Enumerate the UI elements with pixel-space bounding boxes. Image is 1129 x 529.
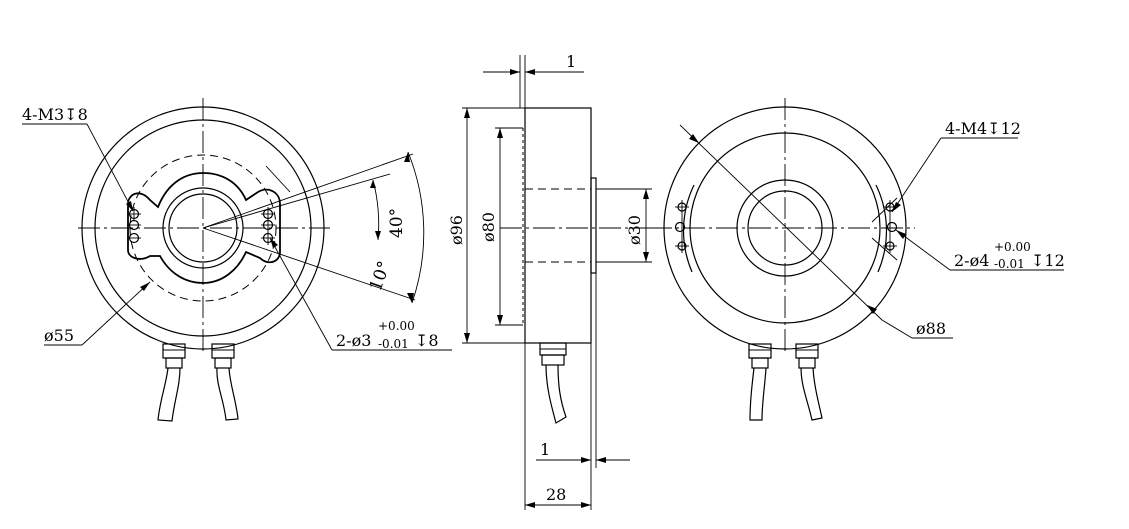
pin-tol-upper-right: +0.00 bbox=[994, 240, 1031, 254]
right-cable-gland-2 bbox=[795, 343, 823, 421]
angle-10-label: 10° bbox=[366, 259, 395, 294]
dia-80-label: ø80 bbox=[479, 212, 498, 242]
side-view: 1 ø96 ø80 ø30 bbox=[447, 52, 660, 510]
side-body bbox=[524, 107, 592, 344]
bottom-gap-label: 1 bbox=[540, 440, 550, 459]
right-cable-gland-1 bbox=[748, 343, 772, 421]
dia-88-label: ø88 bbox=[916, 319, 946, 338]
pin-tol-lower-left: -0.01 bbox=[378, 337, 409, 351]
angle-40-label: 40° bbox=[387, 208, 407, 238]
left-rotor-outline bbox=[127, 172, 281, 284]
dia-55-label: ø55 bbox=[44, 326, 74, 345]
dia-30-label: ø30 bbox=[625, 215, 644, 245]
dia-96-label: ø96 bbox=[447, 215, 466, 245]
left-second-circle bbox=[94, 119, 312, 337]
left-outer-circle bbox=[81, 106, 325, 350]
pin-tol-upper-left: +0.00 bbox=[378, 319, 415, 333]
right-back-view: ø88 4-M4↧12 2-ø4 +0.00 -0.01 ↧12 bbox=[650, 98, 1065, 421]
pin-hole-note-left: 2-ø3 bbox=[336, 331, 371, 350]
pin-depth-left: ↧8 bbox=[415, 331, 439, 350]
right-outer-circle bbox=[663, 106, 907, 350]
pin-hole-note-right: 2-ø4 bbox=[954, 251, 989, 270]
width-28-label: 28 bbox=[546, 485, 566, 504]
m3-hole-note: 4-M3↧8 bbox=[22, 105, 88, 124]
left-cable-gland-1 bbox=[157, 343, 186, 422]
pin-tol-lower-right: -0.01 bbox=[994, 257, 1025, 271]
left-front-view: 40° 10° 4-M3↧8 ø55 2-ø3 +0.00 -0.01 ↧8 bbox=[22, 98, 452, 422]
left-cable-gland-2 bbox=[211, 343, 239, 421]
m4-hole-note: 4-M4↧12 bbox=[945, 119, 1021, 138]
top-gap-label: 1 bbox=[566, 52, 576, 71]
pin-depth-right: ↧12 bbox=[1031, 251, 1065, 270]
side-cable-gland bbox=[539, 342, 567, 424]
